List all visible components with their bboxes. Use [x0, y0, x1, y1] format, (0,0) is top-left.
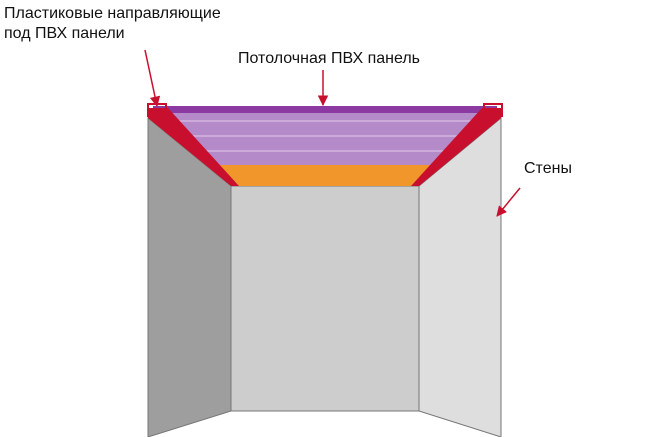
left-guide-profile — [148, 108, 239, 186]
walls-label: Стены — [524, 160, 572, 177]
guides-label-line1: Пластиковые направляющие — [4, 5, 221, 22]
guides-label-line2: под ПВХ панели — [4, 25, 125, 42]
ceiling-panel-label: Потолочная ПВХ панель — [238, 50, 421, 67]
arrow-icon — [144, 49, 161, 108]
front-panel-edge — [153, 106, 497, 113]
right-guide-corner — [483, 103, 503, 117]
ceiling-panels — [168, 113, 482, 165]
arrow-icon — [496, 187, 521, 217]
right-guide-profile — [411, 108, 501, 186]
ceiling-orange-strip — [219, 165, 431, 186]
back-wall — [230, 185, 420, 412]
